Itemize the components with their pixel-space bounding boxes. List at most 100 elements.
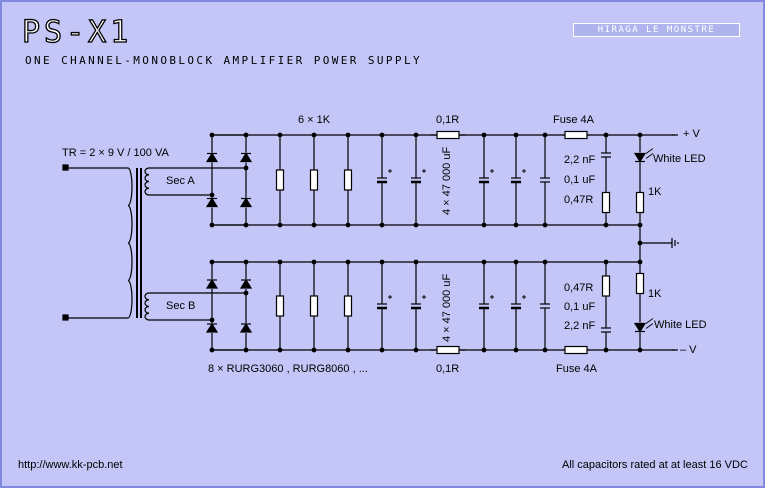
cap-047r-bottom-label: 0,47R — [564, 282, 594, 294]
transformer-winding — [144, 167, 150, 196]
junction-dot — [542, 259, 548, 265]
junction-dot — [209, 347, 215, 353]
junction-dot — [379, 132, 385, 138]
junction-dot — [243, 222, 249, 228]
diode — [205, 152, 219, 163]
polarity-mark — [388, 295, 392, 299]
polarity-mark — [522, 295, 526, 299]
junction-dot — [481, 222, 487, 228]
junction-dot — [345, 259, 351, 265]
cap-22nf-bottom-label: 2,2 nF — [564, 320, 596, 332]
junction-dot — [603, 132, 609, 138]
caps-top-label: 4 × 47 000 uF — [441, 146, 453, 215]
led-bottom-label: White LED — [654, 319, 707, 331]
junction-dot — [603, 347, 609, 353]
junction-dot — [513, 259, 519, 265]
junction-dot — [413, 259, 419, 265]
terminal — [62, 314, 69, 321]
diode — [633, 152, 647, 163]
polarity-mark — [388, 169, 392, 173]
led-rays — [645, 148, 654, 159]
junction-dot — [243, 165, 249, 171]
series-r-top-label: 0,1R — [436, 114, 460, 126]
junction-dot — [413, 222, 419, 228]
project-badge: HIRAGA LE MONSTRE — [573, 23, 740, 37]
junction-dot — [379, 347, 385, 353]
diode — [633, 322, 647, 333]
led-rays — [645, 318, 654, 329]
junction-dot — [243, 347, 249, 353]
junction-dot — [209, 259, 215, 265]
diode — [205, 322, 219, 333]
plus-v-label: + V — [683, 128, 700, 140]
diode — [205, 278, 219, 289]
sec-a-label: Sec A — [166, 175, 195, 187]
junction-dot — [637, 347, 643, 353]
page-subtitle: ONE CHANNEL-MONOBLOCK AMPLIFIER POWER SU… — [25, 54, 422, 67]
junction-dot — [542, 222, 548, 228]
polarity-mark — [490, 295, 494, 299]
junction-dot — [637, 259, 643, 265]
series-resistor — [436, 345, 460, 355]
resistor — [635, 191, 645, 214]
junction-dot — [277, 259, 283, 265]
junction-dot — [481, 132, 487, 138]
junction-dot — [209, 132, 215, 138]
junction-dot — [513, 132, 519, 138]
polarity-mark — [422, 169, 426, 173]
junction-dot — [637, 222, 643, 228]
junction-dot — [481, 347, 487, 353]
junction-dot — [513, 347, 519, 353]
junction-dot — [542, 132, 548, 138]
polarity-mark — [490, 169, 494, 173]
polarity-mark — [522, 169, 526, 173]
resistor — [635, 272, 645, 295]
junction-dot — [311, 132, 317, 138]
junction-dot — [277, 347, 283, 353]
cap-047r-top-label: 0,47R — [564, 194, 594, 206]
caps-bottom-label: 4 × 47 000 uF — [441, 273, 453, 342]
resistor — [309, 169, 319, 191]
diode — [239, 322, 253, 333]
cap-01uf-top-label: 0,1 uF — [564, 174, 596, 186]
page-title: PS-X1 — [21, 15, 133, 50]
led-r-bottom-label: 1K — [648, 288, 662, 300]
junctions — [209, 132, 643, 353]
ground-symbol — [671, 238, 679, 248]
junction-dot — [311, 347, 317, 353]
resistor — [601, 191, 611, 214]
junction-dot — [311, 259, 317, 265]
resistor — [343, 169, 353, 191]
diode — [205, 197, 219, 208]
resistor — [343, 295, 353, 317]
junction-dot — [542, 347, 548, 353]
polarity-mark — [422, 295, 426, 299]
junction-dot — [209, 192, 215, 198]
diode — [239, 152, 253, 163]
resistor — [309, 295, 319, 317]
junction-dot — [209, 317, 215, 323]
led-top-label: White LED — [653, 153, 706, 165]
junction-dot — [243, 259, 249, 265]
resistor — [275, 169, 285, 191]
junction-dot — [603, 222, 609, 228]
junction-dot — [481, 259, 487, 265]
resistors-top-label: 6 × 1K — [298, 114, 331, 126]
junction-dot — [345, 347, 351, 353]
junction-dot — [637, 132, 643, 138]
terminal — [62, 164, 69, 171]
website-url: http://www.kk-pcb.net — [18, 459, 123, 471]
fuse — [564, 345, 588, 355]
transformer-label: TR = 2 × 9 V / 100 VA — [62, 147, 169, 159]
junction-dot — [243, 132, 249, 138]
junction-dot — [413, 132, 419, 138]
junction-dot — [277, 222, 283, 228]
junction-dot — [277, 132, 283, 138]
diode — [239, 197, 253, 208]
capacitor-rating-note: All capacitors rated at at least 16 VDC — [562, 459, 748, 471]
minus-v-label: – V — [680, 344, 697, 356]
fuse — [564, 130, 588, 140]
sec-b-label: Sec B — [166, 300, 196, 312]
led-r-top-label: 1K — [648, 186, 662, 198]
